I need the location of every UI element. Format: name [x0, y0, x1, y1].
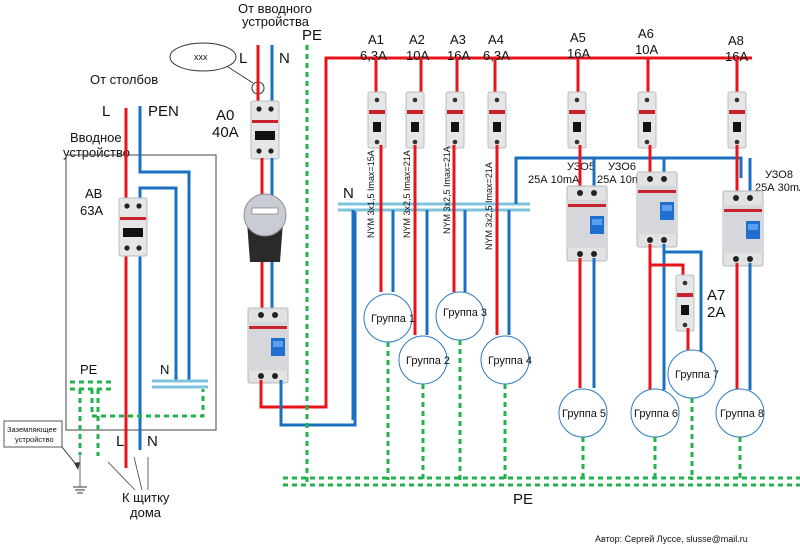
breaker-a3[interactable] — [445, 91, 465, 149]
to-house-label-2: дома — [130, 505, 162, 520]
a0-rating: 40А — [212, 124, 239, 141]
cable-label-2: NYM 3x2,5 Imax=21A — [402, 150, 412, 238]
input-device-label-1: Вводное — [70, 130, 122, 145]
breaker-a8-name: А8 — [728, 33, 744, 48]
breaker-a4[interactable] — [487, 91, 507, 149]
breaker-a1-name: А1 — [368, 32, 384, 47]
author-credit: Автор: Сергей Луссе, slusse@mail.ru — [595, 534, 748, 544]
wire-neutral-breaker — [138, 186, 178, 380]
breaker-a7-name: А7 — [707, 287, 725, 304]
rcd6-name: УЗО6 — [608, 161, 636, 173]
group-3[interactable]: Группа 3 — [435, 291, 487, 341]
breaker-a2-rating: 10А — [406, 48, 429, 63]
svg-text:Группа 4: Группа 4 — [488, 355, 532, 367]
breaker-a2[interactable] — [405, 91, 425, 149]
svg-text:Группа 3: Группа 3 — [443, 307, 487, 319]
from-input-label-1: От вводного — [238, 1, 312, 16]
breaker-a0[interactable] — [250, 100, 280, 160]
to-house-label-1: К щитку — [122, 490, 170, 505]
ground-device-label-2: устройство — [15, 435, 54, 444]
group-5[interactable]: Группа 5 — [558, 388, 608, 438]
cable-label-1: NYM 3x1,5 Imax=15A — [366, 150, 376, 238]
breaker-a5-rating: 16А — [567, 46, 590, 61]
breaker-labels-1-4: А1 6,3А А2 10А А3 16А А4 6,3А А5 16А А6 … — [360, 26, 748, 64]
rcd-6[interactable] — [636, 171, 678, 248]
rcd-8[interactable] — [722, 190, 764, 267]
from-poles-label: От столбов — [90, 72, 158, 87]
label-PE-bottom: PE — [513, 491, 533, 508]
breaker-a7[interactable] — [675, 274, 695, 332]
svg-text:Группа 8: Группа 8 — [720, 408, 764, 420]
breaker-a3-rating: 16А — [447, 48, 470, 63]
breaker-a3-name: А3 — [450, 32, 466, 47]
breaker-a5[interactable] — [567, 91, 587, 149]
breaker-a6[interactable] — [637, 91, 657, 149]
breaker-a4-name: А4 — [488, 32, 504, 47]
ground-device-box — [3, 420, 63, 448]
svg-text:Группа 6: Группа 6 — [634, 408, 678, 420]
rcd-main[interactable] — [247, 307, 289, 384]
breaker-a1-rating: 6,3А — [360, 48, 387, 63]
rcd8-rating: 25А 30mA — [755, 182, 800, 194]
group-6[interactable]: Группа 6 — [630, 388, 680, 438]
cable-label-4: NYM 3x2,5 Imax=21A — [484, 162, 494, 250]
svg-text:Группа 2: Группа 2 — [406, 355, 450, 367]
main-breaker-name: АВ — [85, 186, 102, 201]
rcd5-rating: 25А 10mA — [528, 174, 580, 186]
label-PE-box: PE — [80, 362, 98, 377]
label-L-out: L — [116, 433, 124, 450]
breaker-a6-name: А6 — [638, 26, 654, 41]
from-input-label-2: устройства — [242, 14, 310, 29]
label-L-top: L — [239, 50, 247, 67]
wire-pen-in — [138, 106, 191, 380]
main-breaker-ab[interactable] — [118, 197, 148, 257]
a0-name: А0 — [216, 107, 234, 124]
label-N-top: N — [279, 50, 290, 67]
rcd6-rating: 25А 10mA — [597, 174, 649, 186]
breaker-a5-name: А5 — [570, 30, 586, 45]
label-N-bus: N — [343, 185, 354, 202]
breaker-a8[interactable] — [727, 91, 747, 149]
breaker-a1[interactable] — [367, 91, 387, 149]
label-N-box: N — [160, 362, 169, 377]
callout-bubble — [169, 42, 237, 72]
group-8[interactable]: Группа 8 — [715, 388, 765, 438]
breaker-a6-rating: 10А — [635, 42, 658, 57]
breaker-a2-name: А2 — [409, 32, 425, 47]
group-7[interactable]: Группа 7 — [667, 349, 719, 399]
label-PE-top: PE — [302, 27, 322, 44]
svg-text:Группа 1: Группа 1 — [371, 313, 415, 325]
electricity-meter — [243, 193, 287, 262]
group-4[interactable]: Группа 4 — [480, 335, 532, 385]
callout-text: xxx — [194, 52, 208, 62]
breaker-a8-rating: 16А — [725, 49, 748, 64]
main-breaker-rating: 63А — [80, 203, 103, 218]
svg-text:Группа 7: Группа 7 — [675, 369, 719, 381]
rcd-5[interactable] — [566, 185, 608, 262]
cable-label-3: NYM 3x2,5 Imax=21A — [442, 146, 452, 234]
group-1[interactable]: Группа 1 — [363, 293, 415, 343]
rcd8-name: УЗО8 — [765, 169, 793, 181]
input-device-label-2: устройство — [63, 145, 130, 160]
breaker-a4-rating: 6,3А — [483, 48, 510, 63]
ground-icon — [73, 486, 87, 494]
label-L-in: L — [102, 103, 110, 120]
breaker-a7-rating: 2А — [707, 304, 725, 321]
ground-device-label-1: Заземляющее — [7, 425, 57, 434]
label-PEN-in: PEN — [148, 103, 179, 120]
svg-text:Группа 5: Группа 5 — [562, 408, 606, 420]
group-2[interactable]: Группа 2 — [398, 335, 450, 385]
label-N-out: N — [147, 433, 158, 450]
